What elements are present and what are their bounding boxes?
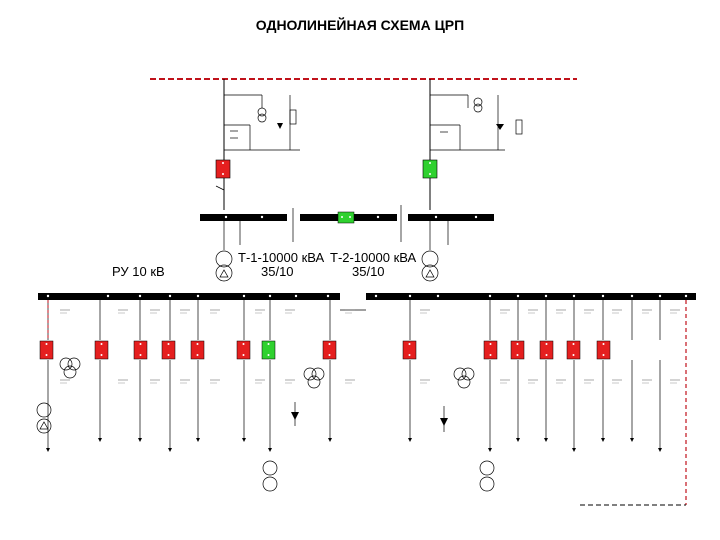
transformer-t2-label: Т-2-10000 кВА [330,250,417,265]
breaker-contact [167,343,170,345]
feeder-end-7 [328,438,332,442]
breaker-10kv-6[interactable] [236,340,251,360]
motor-right [479,460,495,492]
feeder-end-6 [268,448,272,452]
feeder-end-14 [630,438,634,442]
feeder-end-2 [138,438,142,442]
arresters [291,402,448,432]
breaker-contact [242,343,245,345]
breaker-contact [196,354,199,356]
aux-transformer-center [303,367,325,389]
breaker-incomer-1[interactable] [215,159,231,179]
incomer-2 [422,79,523,210]
motor-left [36,402,52,434]
breaker-contact [516,354,519,356]
breaker-contact [139,354,142,356]
breaker-contact [45,354,48,356]
breaker-contact [328,354,331,356]
breaker-10kv-9[interactable] [402,340,417,360]
feeder-cells [46,300,662,452]
bus-section-breaker-35kv[interactable] [337,211,355,224]
breaker-contact [100,354,103,356]
feeder-end-5 [242,438,246,442]
feeder-end-11 [544,438,548,442]
bus-35kv-section-1 [200,214,287,221]
feeder-end-9 [488,448,492,452]
breaker-contact [489,354,492,356]
transformer-t1-symbol [215,250,233,282]
breaker-10kv-7[interactable] [261,340,276,360]
feeder-end-4 [196,438,200,442]
feeder-end-3 [168,448,172,452]
breaker-10kv-1[interactable] [39,340,54,360]
transformer-t1-ratio: 35/10 [261,264,294,279]
feeder-end-8 [408,438,412,442]
breaker-10kv-10[interactable] [483,340,498,360]
breaker-contact [267,343,270,345]
breaker-contact [100,343,103,345]
transformer-t1-label: Т-1-10000 кВА [238,250,325,265]
aux-transformer-right [453,367,475,389]
breaker-contact [408,343,411,345]
feeder-end-13 [601,438,605,442]
feeder-end-15 [658,448,662,452]
breaker-contact [545,354,548,356]
feeder-end-12 [572,448,576,452]
breaker-contact [196,343,199,345]
breaker-10kv-2[interactable] [94,340,109,360]
breaker-10kv-5[interactable] [190,340,205,360]
breaker-10kv-13[interactable] [566,340,581,360]
bus-35kv-dots [224,215,478,219]
bus-35kv-section-3 [408,214,494,221]
breaker-contact [572,354,575,356]
aux-transformer-left [59,357,81,379]
breaker-contact [572,343,575,345]
transformer-t2-symbol [421,250,439,282]
breaker-contact [267,354,270,356]
breaker-contact [516,343,519,345]
breaker-contact [489,343,492,345]
breaker-contact [408,354,411,356]
transformer-t2-ratio: 35/10 [352,264,385,279]
breakers-10kv [39,340,611,360]
page-title: ОДНОЛИНЕЙНАЯ СХЕМА ЦРП [256,16,464,33]
switchgear-label: РУ 10 кВ [112,264,165,279]
annotation-marks [60,309,680,384]
breaker-10kv-8[interactable] [322,340,337,360]
feeder-end-0 [46,448,50,452]
bus-35kv-ties [223,205,449,250]
motor-center [262,460,278,492]
breaker-contact [167,354,170,356]
breaker-10kv-12[interactable] [539,340,554,360]
breaker-contact [602,343,605,345]
breaker-contact [139,343,142,345]
breaker-contact [602,354,605,356]
breaker-contact [242,354,245,356]
breaker-10kv-3[interactable] [133,340,148,360]
bus-10kv-dots [46,294,688,298]
incomer-1 [215,79,300,210]
breaker-contact [545,343,548,345]
feeder-end-1 [98,438,102,442]
breaker-10kv-14[interactable] [596,340,611,360]
feeder-end-10 [516,438,520,442]
bus-10kv-section-1 [38,293,340,300]
breaker-contact [45,343,48,345]
breaker-10kv-4[interactable] [161,340,176,360]
breaker-10kv-11[interactable] [510,340,525,360]
breaker-contact [328,343,331,345]
breaker-incomer-2[interactable] [422,159,438,179]
bus-10kv-section-2 [366,293,696,300]
